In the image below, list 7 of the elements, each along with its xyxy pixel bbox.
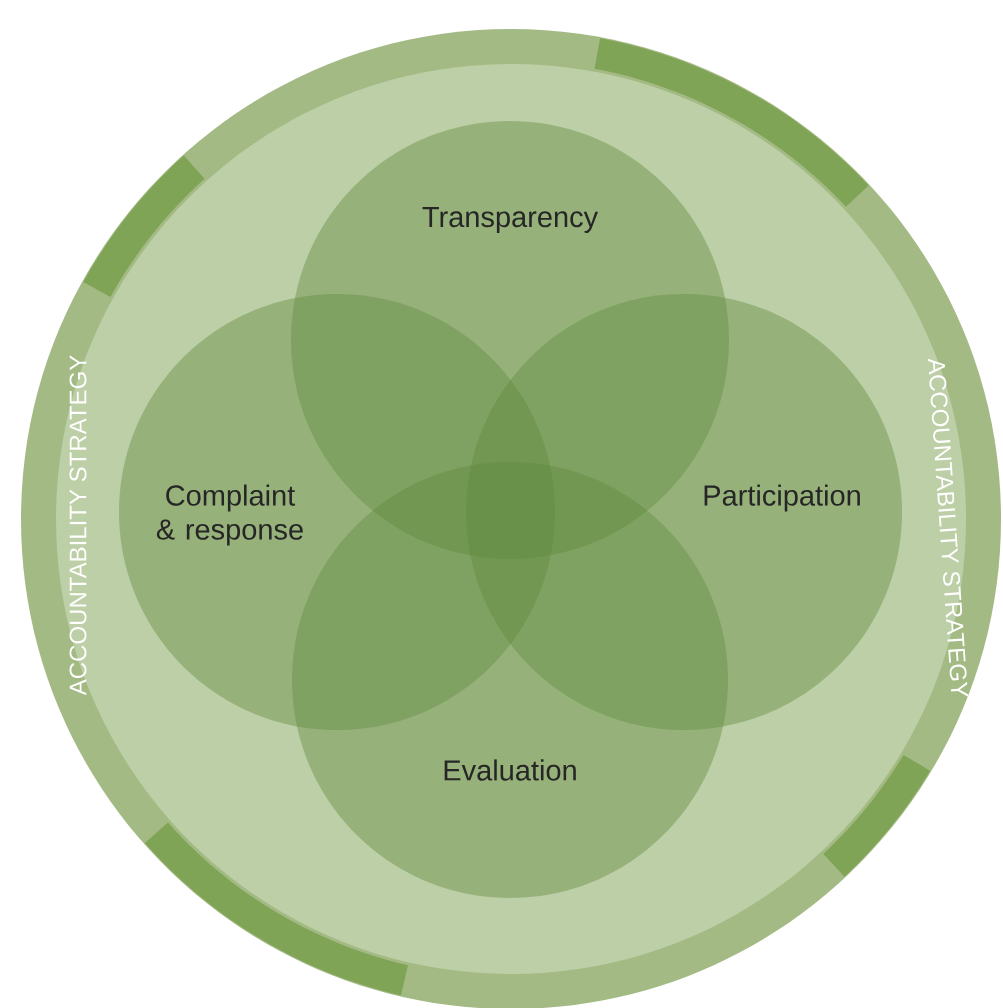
circle-label: Transparency [422,207,599,233]
circle-label: Participation [704,484,860,512]
ring-label: ACCOUNTABILITY STRATEGY [927,358,969,697]
ring-drawing [21,29,1001,1008]
ring-label: ACCOUNTABILITY STRATEGY [69,355,87,696]
circle-label: Complaint & response [156,484,303,546]
circle-label: Evaluation [444,759,576,781]
